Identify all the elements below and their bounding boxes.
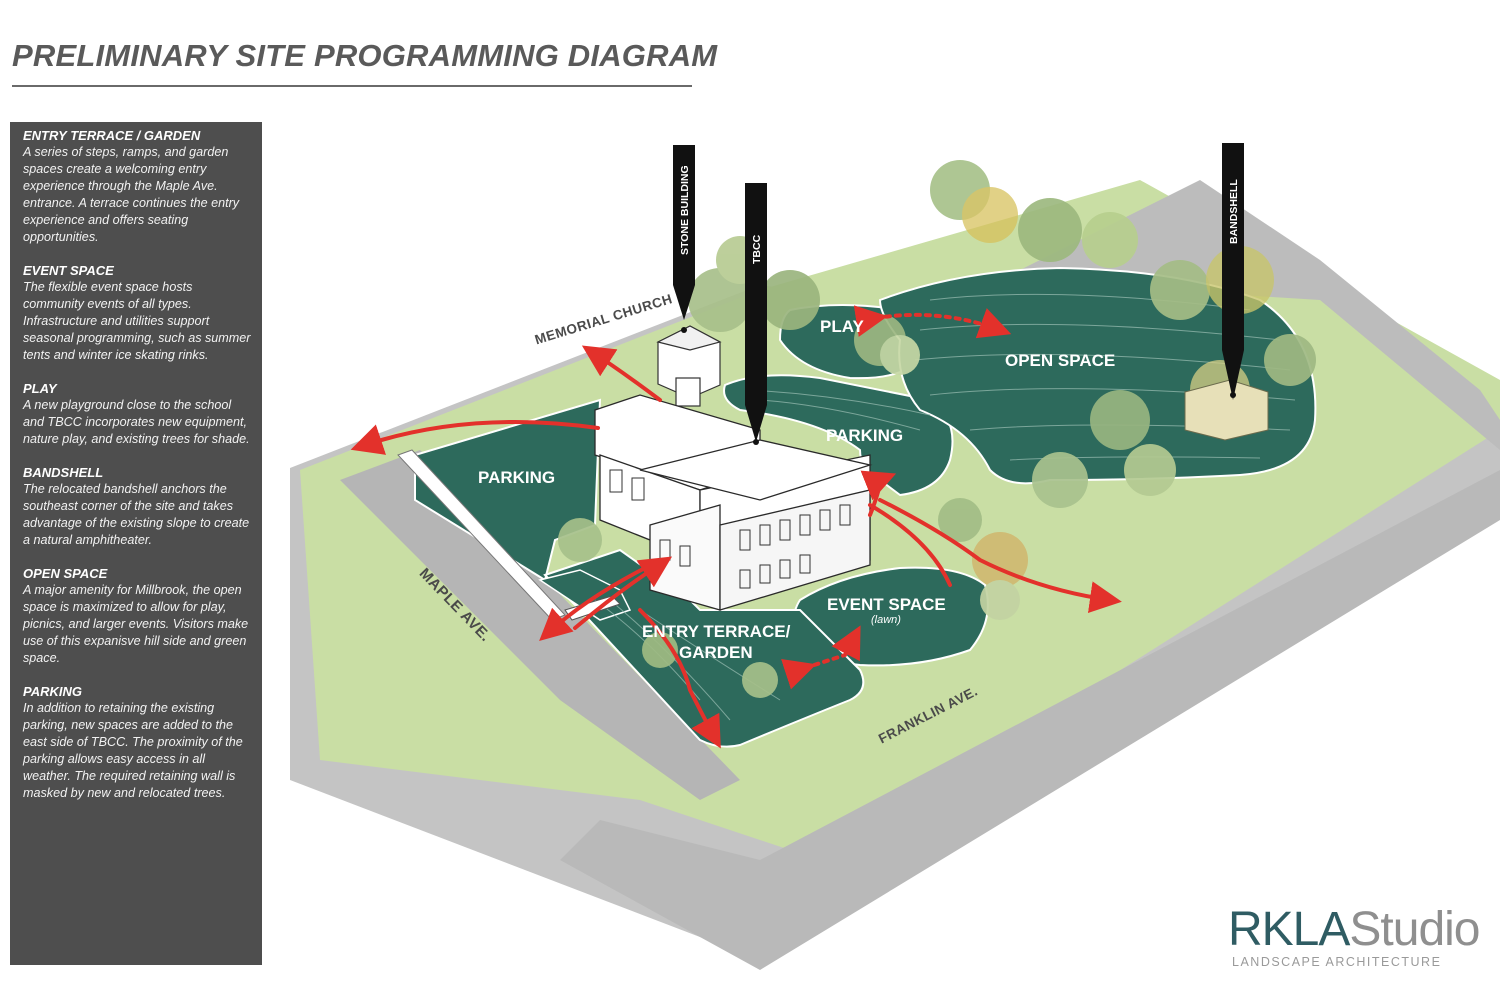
title-underline	[12, 85, 692, 87]
stone-building-pin-dot	[681, 327, 687, 333]
section-heading: OPEN SPACE	[23, 566, 108, 581]
section-event-space: EVENT SPACE The flexible event space hos…	[23, 263, 254, 364]
event-space-arrow	[781, 625, 861, 690]
section-entry-terrace: ENTRY TERRACE / GARDEN A series of steps…	[23, 128, 254, 246]
bandshell-structure	[1184, 379, 1269, 441]
section-body: The relocated bandshell anchors the sout…	[23, 482, 250, 547]
section-play: PLAY A new playground close to the schoo…	[23, 381, 254, 448]
arrow-west-parking	[350, 420, 600, 455]
windows	[609, 469, 851, 589]
logo-rkla: RKLA	[1228, 903, 1350, 956]
zone-label-parking-east: PARKING	[826, 426, 904, 445]
franklin-road	[560, 470, 1500, 970]
arrow-to-memorial-church	[581, 345, 662, 402]
section-body: In addition to retaining the existing pa…	[23, 701, 243, 800]
zone-label-event-space-sub: (lawn)	[871, 614, 901, 626]
stone-building-pin	[673, 145, 695, 320]
section-heading: EVENT SPACE	[23, 263, 114, 278]
bandshell-marker-label: BANDSHELL	[1228, 179, 1240, 244]
logo-wordmark: RKLAStudio	[1228, 903, 1481, 956]
bandshell-pin	[1222, 143, 1244, 400]
zone-label-entry-terrace-line1: ENTRY TERRACE/	[642, 622, 791, 641]
circulation-arrows	[350, 345, 1122, 749]
rkla-studio-logo: RKLAStudio LANDSCAPE ARCHITECTURE	[1228, 903, 1481, 975]
section-open-space: OPEN SPACE A major amenity for Millbrook…	[23, 566, 254, 667]
section-body: A new playground close to the school and…	[23, 398, 250, 446]
arrow-to-franklin	[878, 498, 1122, 614]
arrow-franklin-b	[868, 503, 952, 587]
tbcc-pin-dot	[753, 439, 759, 445]
tbcc-marker-label: TBCC	[751, 234, 763, 264]
page-title: PRELIMINARY SITE PROGRAMMING DIAGRAM	[12, 38, 718, 73]
zone-label-event-space: EVENT SPACE	[827, 595, 946, 614]
trees	[558, 160, 1316, 698]
section-body: The flexible event space hosts community…	[23, 280, 251, 362]
section-body: A series of steps, ramps, and garden spa…	[23, 145, 240, 244]
section-body: A major amenity for Millbrook, the open …	[23, 583, 249, 665]
zone-label-open-space: OPEN SPACE	[1005, 351, 1116, 370]
zone-label-entry-terrace-line2: GARDEN	[679, 643, 753, 662]
dotted-arrows	[781, 305, 1012, 690]
tbcc-pin	[745, 183, 767, 442]
arrow-entry-down	[638, 608, 721, 749]
section-heading: ENTRY TERRACE / GARDEN	[23, 128, 201, 143]
section-heading: PARKING	[23, 684, 82, 699]
program-description-panel: ENTRY TERRACE / GARDEN A series of steps…	[10, 122, 262, 965]
bandshell-pin-dot	[1230, 392, 1236, 398]
play-to-open-space-arrow	[853, 305, 1012, 339]
arrow-east-parking	[860, 470, 897, 517]
stone-building-marker-label: STONE BUILDING	[679, 165, 691, 255]
section-parking: PARKING In addition to retaining the exi…	[23, 684, 254, 802]
logo-studio: Studio	[1349, 903, 1480, 956]
section-heading: BANDSHELL	[23, 465, 104, 480]
section-heading: PLAY	[23, 381, 57, 396]
zone-label-parking-west: PARKING	[478, 468, 556, 487]
section-bandshell: BANDSHELL The relocated bandshell anchor…	[23, 465, 254, 549]
arrow-maple-entry	[573, 556, 673, 630]
stone-building	[656, 325, 722, 407]
zone-label-play: PLAY	[820, 317, 864, 336]
marker-pins	[673, 143, 1244, 442]
parking-west-zone	[414, 398, 602, 582]
logo-tagline: LANDSCAPE ARCHITECTURE	[1232, 955, 1442, 969]
